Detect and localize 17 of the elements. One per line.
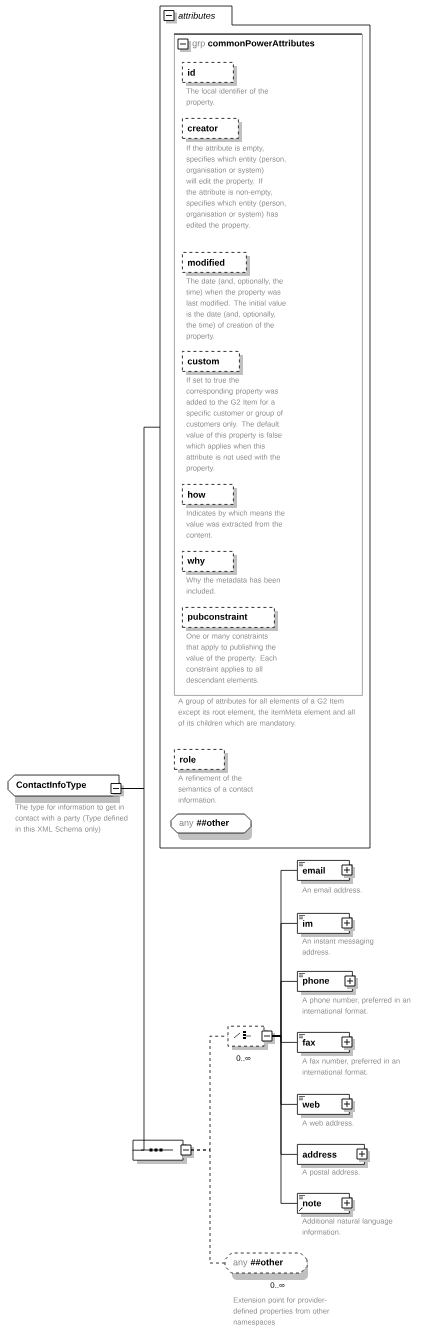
attribute-box: how [182,484,237,508]
cardinality-label: 0..∞ [270,1282,285,1288]
attribute-box: why [182,551,237,575]
attribute-box: id [182,62,237,86]
wildcard-box: any ##other [170,813,252,840]
element-box: address [297,1144,368,1168]
attribute-box: pubconstraint [182,607,278,631]
connector-line [271,1035,298,1204]
attribute-box: role [174,749,228,773]
cardinality-label: 0..∞ [236,1055,251,1061]
attribute-box: custom [182,351,243,375]
wildcard-box: any ##other [224,1252,308,1280]
connector-line [190,1149,225,1264]
attribute-box: creator [182,118,242,142]
attribute-box: modified [182,252,250,276]
connector-line [120,788,145,1151]
type-box: ContactInfoType [7,774,120,803]
